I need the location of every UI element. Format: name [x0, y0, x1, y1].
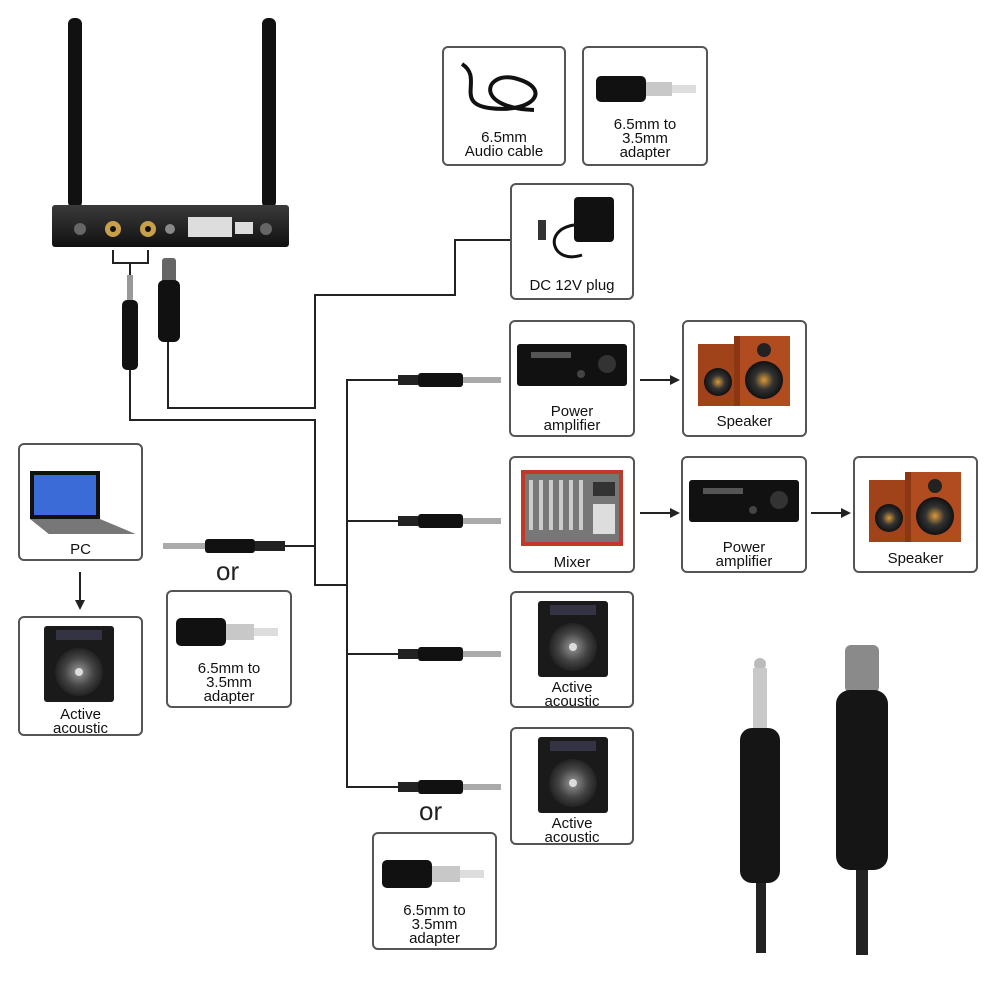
receiver-dc-plug	[158, 258, 180, 342]
plug-3	[398, 647, 501, 661]
wireless-receiver	[52, 18, 289, 247]
amplifier-image	[517, 344, 627, 386]
closeup-dc-plug	[836, 645, 888, 955]
audio-cable-label: 6.5mm Audio cable	[464, 129, 544, 160]
active-acoustic-label-left: Active acoustic	[52, 706, 109, 737]
or-label-left: or	[216, 556, 240, 586]
speaker-label-2: Speaker	[887, 550, 944, 567]
active-acoustic-label-2: Active acoustic	[544, 815, 600, 846]
speaker-box-1: Speaker	[682, 320, 807, 437]
plug-1	[398, 373, 501, 387]
pc-label: PC	[70, 541, 91, 558]
cdj-image	[44, 626, 114, 702]
adapter-icon	[596, 76, 696, 102]
active-acoustic-box-left: Active acoustic	[18, 616, 143, 736]
power-amplifier-box-2: Power amplifier	[681, 456, 807, 573]
mixer-image	[521, 470, 623, 546]
adapter-left-label: 6.5mm to 3.5mm adapter	[197, 660, 261, 705]
active-acoustic-box-1: Active acoustic	[510, 591, 634, 710]
plug-4	[398, 780, 501, 794]
dc-plug-box: DC 12V plug	[510, 183, 634, 300]
power-amplifier-box-1: Power amplifier	[509, 320, 635, 437]
adapter-left-box: 6.5mm to 3.5mm adapter	[166, 590, 292, 708]
adapter-bottom-box: 6.5mm to 3.5mm adapter	[372, 832, 497, 950]
pc-box: PC	[18, 443, 143, 561]
amplifier-image	[689, 480, 799, 522]
adapter-bottom-label: 6.5mm to 3.5mm adapter	[403, 902, 466, 947]
arrowheads	[75, 375, 851, 610]
audio-cable-box: 6.5mm Audio cable	[442, 46, 566, 166]
speaker-image	[869, 472, 961, 542]
adapter-icon	[176, 618, 278, 646]
active-acoustic-box-2: Active acoustic	[510, 727, 634, 845]
mixer-label: Mixer	[553, 554, 591, 571]
active-acoustic-label-1: Active acoustic	[544, 679, 600, 710]
speaker-box-2: Speaker	[853, 456, 978, 573]
closeup-audio-plug	[740, 658, 780, 953]
adapter-top-box: 6.5mm to 3.5mm adapter	[582, 46, 708, 166]
plug-left	[163, 539, 285, 553]
mixer-box: Mixer	[509, 456, 635, 573]
cdj-image	[538, 737, 608, 813]
cdj-image	[538, 601, 608, 677]
dc-plug-label: DC 12V plug	[529, 277, 615, 294]
or-label-bottom: or	[419, 796, 443, 826]
dc-adapter-image	[538, 197, 614, 259]
plug-2	[398, 514, 501, 528]
adapter-top-label: 6.5mm to 3.5mm adapter	[613, 116, 677, 161]
receiver-audio-plug	[122, 275, 138, 370]
speaker-image	[698, 336, 790, 406]
wiring	[79, 239, 843, 788]
power-amplifier-label-2: Power amplifier	[715, 539, 773, 570]
audio-cable-image	[460, 62, 538, 112]
power-amplifier-label-1: Power amplifier	[543, 403, 601, 434]
speaker-label-1: Speaker	[716, 413, 773, 430]
laptop-image	[30, 471, 136, 534]
adapter-icon	[382, 860, 484, 888]
